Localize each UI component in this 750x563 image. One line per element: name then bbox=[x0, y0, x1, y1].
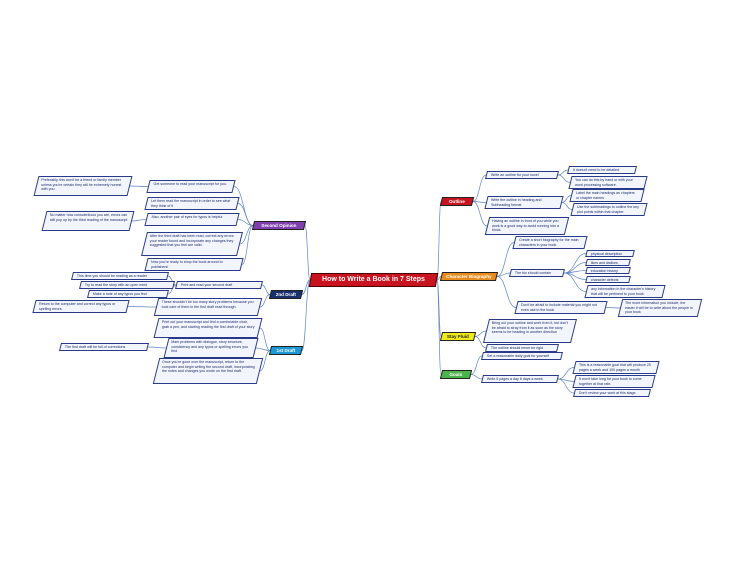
goals-reasonable-goal[interactable]: This is a reasonable goal that will prod… bbox=[572, 361, 660, 374]
1st-draft-mark-problems[interactable]: Mark problems with dialogue, story struc… bbox=[163, 338, 259, 358]
fluid-never-rigid[interactable]: The outline should never be rigid bbox=[485, 344, 559, 352]
goals-five-pages[interactable]: Write 5 pages a day 6 days a week bbox=[481, 375, 559, 383]
connector-c8 bbox=[496, 276, 517, 308]
branch-1st-draft[interactable]: 1st Draft bbox=[268, 346, 304, 355]
connector-o6 bbox=[561, 202, 573, 210]
2nd-draft-correct-typos[interactable]: Return to the computer and correct any t… bbox=[32, 300, 130, 313]
fluid-work-from-outline[interactable]: Bring out your outline and work from it,… bbox=[483, 319, 577, 343]
1st-draft-second-draft[interactable]: Once you're gone over the manuscript, re… bbox=[152, 358, 264, 384]
connector-d6 bbox=[127, 306, 157, 308]
bio-character-defects[interactable]: character defects bbox=[585, 276, 631, 283]
outline-avoid-block[interactable]: Having an outline in front of you while … bbox=[484, 217, 570, 235]
second-opinion-typos[interactable]: Also, another pair of eyes for typos is … bbox=[144, 213, 240, 226]
outline-word-processing[interactable]: You can do this by hand or with your wor… bbox=[568, 176, 648, 189]
2nd-draft-print-read[interactable]: Print and read your second draft bbox=[175, 281, 263, 289]
connector-s7 bbox=[241, 225, 254, 265]
bio-create-short-biography[interactable]: Create a short biography for the main ch… bbox=[512, 236, 588, 249]
1st-draft-print-manuscript[interactable]: Print out your manuscript and find a com… bbox=[153, 318, 263, 338]
second-opinion-get-someone[interactable]: Get someone to read your manuscript for … bbox=[146, 180, 236, 193]
connector-o7 bbox=[472, 201, 488, 227]
connector-b-1st bbox=[301, 279, 311, 351]
bio-more-information[interactable]: The more information you include, the ea… bbox=[617, 299, 703, 317]
outline-heading-format[interactable]: Write the outline in heading and Subhead… bbox=[484, 196, 564, 209]
goals-daily-goal[interactable]: Set a reasonable daily goal for yourself bbox=[481, 352, 563, 360]
outline-not-detailed[interactable]: It doesn't need to be detailed bbox=[567, 166, 637, 174]
2nd-draft-open-mind[interactable]: Try to read the story with an open mind bbox=[79, 281, 175, 289]
goals-come-together[interactable]: It won't take long for your book to come… bbox=[572, 375, 656, 388]
outline-label-chapters[interactable]: Label the main headings as chapters or c… bbox=[569, 189, 645, 202]
connector-s2 bbox=[129, 185, 149, 187]
connector-g1 bbox=[470, 355, 483, 375]
connector-d1 bbox=[261, 284, 271, 295]
second-opinion-errors[interactable]: No matter how conscientious you are, err… bbox=[41, 211, 135, 231]
branch-goals[interactable]: Goals bbox=[439, 370, 473, 379]
connector-o3 bbox=[557, 174, 571, 183]
connector-r3 bbox=[147, 346, 167, 349]
connector-s5 bbox=[131, 219, 147, 222]
branch-stay-fluid[interactable]: Stay Fluid bbox=[439, 332, 477, 341]
outline-subheadings[interactable]: Use the subheadings to outline the key p… bbox=[570, 203, 648, 216]
connector-c7 bbox=[563, 272, 587, 292]
bio-likes-dislikes[interactable]: likes and dislikes bbox=[585, 259, 631, 266]
second-opinion-ready-to-shop[interactable]: Now you're ready to shop the book around… bbox=[144, 258, 244, 271]
central-topic[interactable]: How to Write a Book in 7 Steps bbox=[308, 273, 439, 287]
central-topic-label: How to Write a Book in 7 Steps bbox=[322, 276, 425, 283]
connector-s4 bbox=[237, 219, 254, 226]
1st-draft-full-of-corrections[interactable]: The first draft will be full of correcti… bbox=[59, 343, 149, 351]
branch-2nd-draft[interactable]: 2nd Draft bbox=[268, 290, 304, 299]
outline-write-outline[interactable]: Write an outline for your novel bbox=[485, 171, 559, 179]
connector-s3 bbox=[237, 203, 254, 226]
connector-b-outline bbox=[436, 201, 442, 281]
bio-pertinent-history[interactable]: any information in the character's histo… bbox=[584, 285, 666, 298]
connector-c5 bbox=[563, 270, 587, 274]
bio-physical-description[interactable]: physical description bbox=[585, 250, 635, 257]
connector-b-second bbox=[304, 225, 311, 281]
second-opinion-correct-errors[interactable]: After the third draft has been read, cor… bbox=[141, 232, 243, 256]
connector-g2 bbox=[470, 374, 483, 380]
2nd-draft-story-problems[interactable]: These shouldn't be too many story proble… bbox=[153, 298, 263, 316]
bio-education-history[interactable]: education history bbox=[585, 267, 631, 274]
second-opinion-let-them-read[interactable]: Let them read the manuscript in order to… bbox=[144, 197, 240, 210]
branch-outline[interactable]: Outline bbox=[439, 197, 475, 206]
connector-f2 bbox=[474, 336, 487, 349]
branch-character-biography[interactable]: Character Biography bbox=[439, 272, 499, 281]
goals-dont-review[interactable]: Don't review your work at this stage. bbox=[573, 389, 651, 397]
connector-r2 bbox=[255, 347, 271, 351]
connector-o1 bbox=[472, 174, 487, 202]
bio-include-material[interactable]: Don't be afraid to include material you … bbox=[514, 301, 608, 314]
2nd-draft-as-reader[interactable]: This time you should be reading as a rea… bbox=[71, 272, 169, 280]
bio-should-contain[interactable]: The bio should contain bbox=[509, 269, 565, 277]
connector-c9 bbox=[605, 307, 621, 309]
connector-b-goals bbox=[436, 279, 442, 375]
second-opinion-honest[interactable]: Preferably, this won't be a friend or fa… bbox=[33, 176, 133, 196]
connector-g3 bbox=[557, 367, 575, 380]
connector-g5 bbox=[557, 378, 575, 394]
connector-c1 bbox=[496, 242, 515, 277]
connector-r1 bbox=[259, 327, 271, 351]
branch-second-opinion[interactable]: Second Opinion bbox=[251, 221, 307, 230]
2nd-draft-note-typos[interactable]: Make a note of any typos you find bbox=[87, 290, 169, 298]
